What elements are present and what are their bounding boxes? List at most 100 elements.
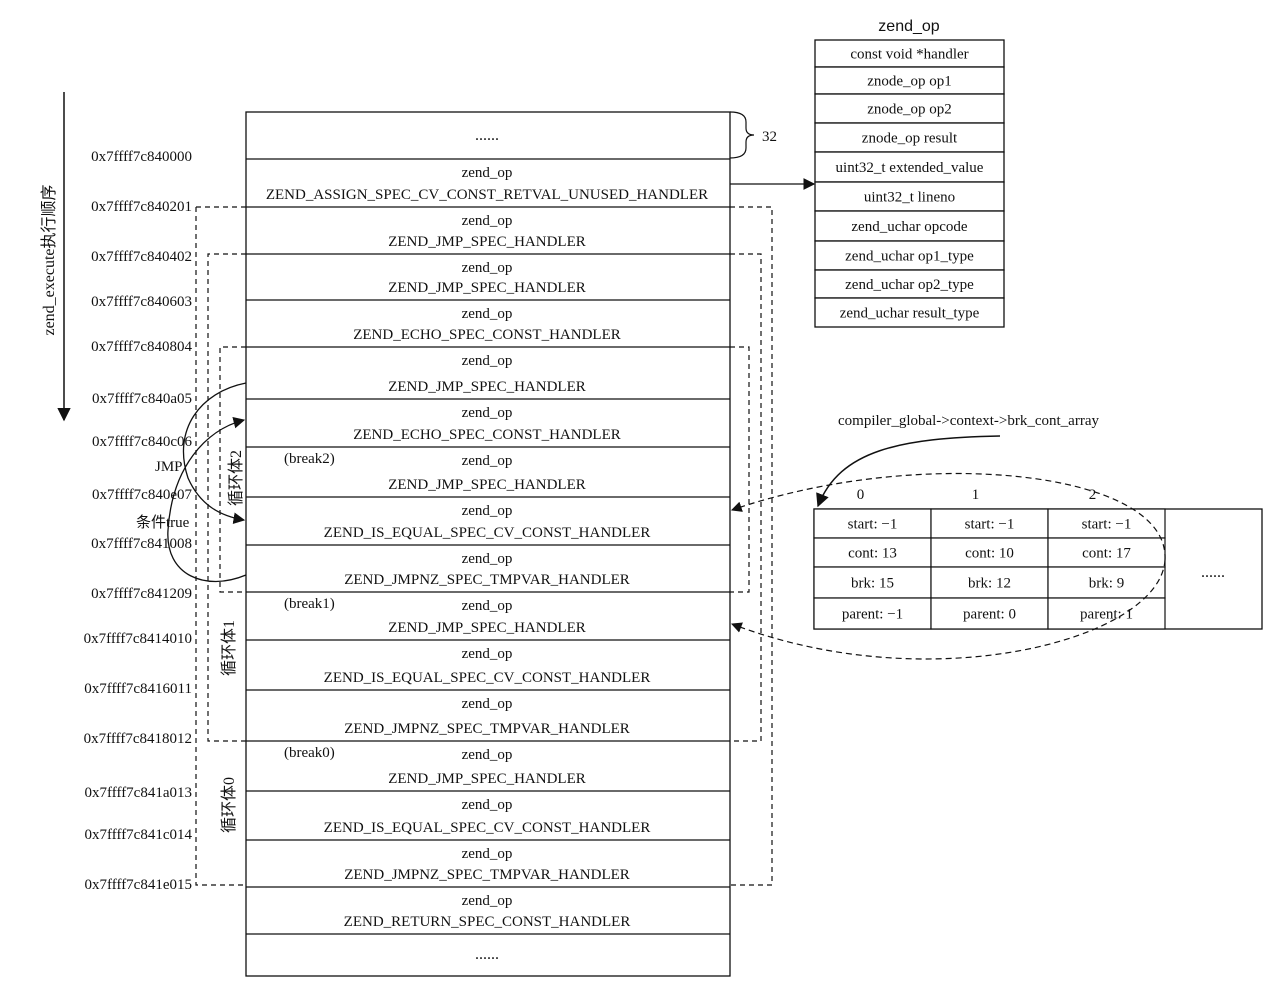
brk-array-more: ...... (1201, 564, 1225, 581)
op-handler-label: ZEND_JMP_SPEC_HANDLER (388, 620, 586, 636)
loop1-range-line (207, 253, 246, 742)
op-type-label: zend_op (462, 453, 513, 469)
address-labels: 0x7ffff7c840000 0x7ffff7c840201 0x7ffff7c8… (84, 149, 193, 893)
oparray-rows: zend_opZEND_ASSIGN_SPEC_CV_CONST_RETVAL_… (246, 158, 730, 935)
brk-array-cell-label: parent: −1 (842, 607, 903, 623)
op-handler-label: ZEND_JMPNZ_SPEC_TMPVAR_HANDLER (344, 867, 630, 883)
struct-field-label: zend_uchar op2_type (845, 277, 974, 293)
address-label: 0x7ffff7c8416011 (84, 681, 192, 697)
brk-array-cell-label: start: −1 (1082, 517, 1132, 533)
op-type-label: zend_op (462, 405, 513, 421)
struct-field-cell (814, 66, 1005, 95)
address-label: 0x7ffff7c841a013 (85, 785, 192, 801)
op-type-label: zend_op (462, 260, 513, 276)
brk-array-cell-label: brk: 9 (1089, 576, 1124, 592)
address-label: 0x7ffff7c840a05 (92, 391, 192, 407)
op-type-label: zend_op (462, 165, 513, 181)
brk-array-cell-label: brk: 12 (968, 576, 1011, 592)
op-handler-label: ZEND_JMP_SPEC_HANDLER (388, 771, 586, 787)
brk-array-cell (813, 566, 932, 599)
cond-true-curve (167, 416, 247, 583)
struct-field-label: znode_op result (862, 131, 958, 147)
op-handler-label: ZEND_JMPNZ_SPEC_TMPVAR_HANDLER (344, 721, 630, 737)
brk-array-cell-label: parent: 0 (963, 607, 1016, 623)
op-type-label: zend_op (462, 747, 513, 763)
brk-array-title: compiler_global->context->brk_cont_array (838, 413, 1099, 429)
op-handler-label: ZEND_ECHO_SPEC_CONST_HANDLER (353, 327, 621, 343)
brk-array-index: 1 (972, 487, 980, 503)
op-type-label: zend_op (462, 598, 513, 614)
op-type-label: zend_op (462, 893, 513, 909)
jmp-label: JMP (155, 459, 183, 475)
op-type-label: zend_op (462, 306, 513, 322)
brk-arc-bottom (730, 559, 1166, 660)
op-handler-label: ZEND_IS_EQUAL_SPEC_CV_CONST_HANDLER (324, 670, 651, 686)
address-label: 0x7ffff7c840603 (91, 294, 192, 310)
op-break-label: (break0) (284, 745, 335, 761)
brk-array-cell (1047, 566, 1166, 599)
op-break-label: (break1) (284, 596, 335, 612)
op-type-label: zend_op (462, 551, 513, 567)
struct-field-cell (814, 39, 1005, 68)
address-label: 0x7ffff7c8418012 (84, 731, 192, 747)
loop2-label: 循环体2 (227, 450, 245, 506)
op-handler-label: ZEND_RETURN_SPEC_CONST_HANDLER (344, 914, 631, 930)
address-label: 0x7ffff7c841e015 (85, 877, 192, 893)
struct-field-cell (814, 122, 1005, 153)
op-type-label: zend_op (462, 503, 513, 519)
address-label: 0x7ffff7c840201 (91, 199, 192, 215)
jump-curves (167, 382, 247, 583)
address-label: 0x7ffff7c840c06 (92, 434, 192, 450)
struct-field-label: const void *handler (850, 47, 968, 63)
brk-array-cell-label: cont: 17 (1082, 546, 1131, 562)
op-handler-label: ZEND_JMP_SPEC_HANDLER (388, 280, 586, 296)
struct-field-label: uint32_t lineno (864, 190, 955, 206)
loop0-label: 循环体0 (220, 777, 238, 833)
struct-field-cell (814, 181, 1005, 212)
op-handler-label: ZEND_IS_EQUAL_SPEC_CV_CONST_HANDLER (324, 820, 651, 836)
struct-field-cell (814, 297, 1005, 328)
op-handler-label: ZEND_IS_EQUAL_SPEC_CV_CONST_HANDLER (324, 525, 651, 541)
loop1-label: 循环体1 (220, 620, 238, 676)
struct-field-label: uint32_t extended_value (836, 160, 984, 176)
op-type-label: zend_op (462, 353, 513, 369)
brk-array-cell (930, 537, 1049, 568)
brk-array-index: 0 (857, 487, 865, 503)
loop2-right-line (730, 346, 750, 593)
loop1-right-line (730, 253, 762, 742)
address-label: 0x7ffff7c841209 (91, 586, 192, 602)
top-ellipsis: ...... (475, 127, 499, 144)
bottom-ellipsis: ...... (475, 946, 499, 963)
size-label: 32 (762, 129, 777, 145)
address-label: 0x7ffff7c841008 (91, 536, 192, 552)
op-type-label: zend_op (462, 846, 513, 862)
struct-field-label: zend_uchar result_type (840, 306, 980, 322)
brk-array-indices: 0 1 2 (857, 487, 1097, 503)
brk-array-cell-label: start: −1 (848, 517, 898, 533)
op-type-label: zend_op (462, 696, 513, 712)
op-handler-label: ZEND_ASSIGN_SPEC_CV_CONST_RETVAL_UNUSED_… (266, 187, 708, 203)
size-brace (729, 111, 755, 159)
op-handler-label: ZEND_ECHO_SPEC_CONST_HANDLER (353, 427, 621, 443)
op-handler-label: ZEND_JMP_SPEC_HANDLER (388, 379, 586, 395)
address-label: 0x7ffff7c841c014 (85, 827, 193, 843)
brk-array-cell (930, 597, 1049, 630)
struct-field-label: zend_uchar op1_type (845, 249, 974, 265)
brk-array-index: 2 (1089, 487, 1097, 503)
op-type-label: zend_op (462, 213, 513, 229)
brk-array-cell (813, 537, 932, 568)
address-label: 0x7ffff7c840000 (91, 149, 192, 165)
brk-array-cell (813, 508, 932, 539)
struct-field-label: znode_op op2 (867, 102, 952, 118)
loop0-right-line (730, 206, 773, 886)
op-type-label: zend_op (462, 646, 513, 662)
brk-array-cell (1047, 537, 1166, 568)
oparray-frame (245, 111, 731, 977)
struct-title: zend_op (878, 18, 939, 35)
op-break-label: (break2) (284, 451, 335, 467)
brk-array-cell-label: start: −1 (965, 517, 1015, 533)
